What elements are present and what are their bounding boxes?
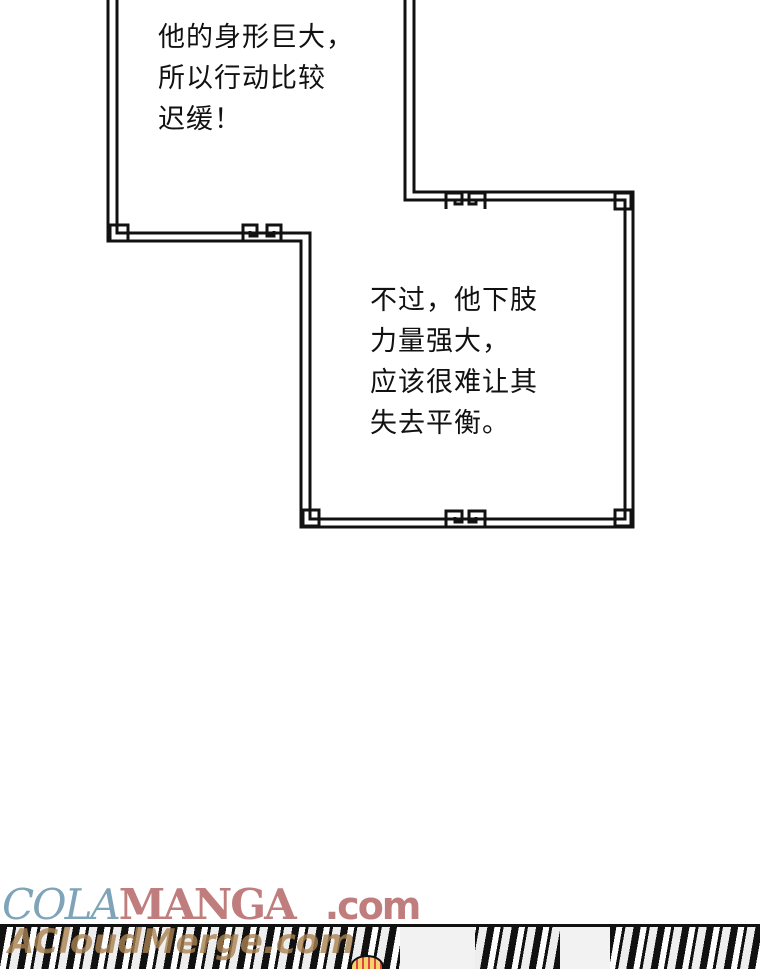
meander-ornament (444, 191, 487, 209)
corner-knot (613, 191, 633, 211)
watermark-manga: MANGA (118, 880, 297, 929)
panel-light-area (400, 927, 475, 969)
caption-line: 不过，他下肢 (370, 285, 538, 316)
watermark-cola: COLA (2, 880, 121, 929)
character-head-fragment (350, 955, 384, 969)
caption-line: 所以行动比较 (158, 63, 326, 94)
colamanga-watermark: COLAMANGA .com (2, 880, 422, 929)
corner-knot (613, 508, 633, 528)
acloudmerge-watermark: ACloudMerge.com (8, 922, 355, 962)
caption-line: 迟缓！ (158, 104, 242, 135)
panel-light-area (560, 927, 610, 969)
caption-line: 他的身形巨大， (158, 22, 354, 53)
meander-ornament (241, 223, 283, 241)
caption-1: 他的身形巨大， 所以行动比较 迟缓！ (158, 17, 354, 140)
meander-ornament (444, 509, 487, 527)
watermark-dotcom: .com (324, 884, 422, 928)
caption-line: 失去平衡。 (370, 408, 510, 439)
caption-2: 不过，他下肢 力量强大， 应该很难让其 失去平衡。 (370, 280, 538, 444)
caption-line: 应该很难让其 (370, 367, 538, 398)
corner-knot (108, 223, 130, 243)
corner-knot (301, 508, 321, 528)
caption-line: 力量强大， (370, 326, 510, 357)
